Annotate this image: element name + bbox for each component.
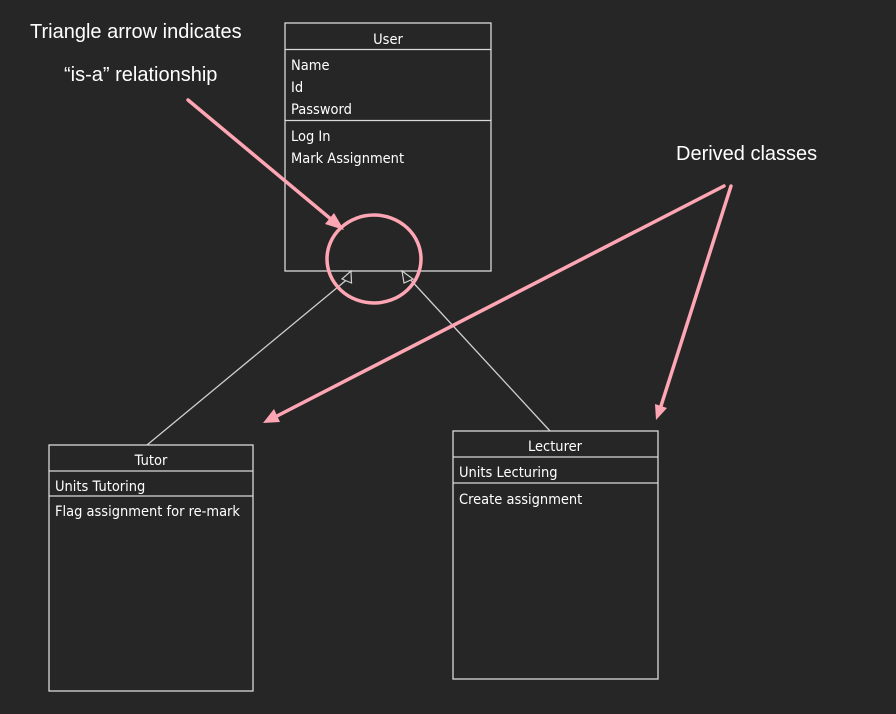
lecturer-inherits-user-line <box>407 276 551 432</box>
derived-to-tutor-arrow <box>275 184 726 418</box>
lecturer-attribute-units-lecturing: Units Lecturing <box>459 464 558 481</box>
inheritance-note-line1: Triangle arrow indicates <box>30 21 242 43</box>
lecturer-class-box: Lecturer Units Lecturing Create assignme… <box>452 430 659 680</box>
inheritance-note-arrowhead-icon <box>325 213 344 230</box>
lecturer-class-title: Lecturer <box>528 438 582 455</box>
tutor-attribute-units-tutoring: Units Tutoring <box>55 478 145 495</box>
user-class-box: User Name Id Password Log In Mark Assign… <box>284 22 492 272</box>
inheritance-note-line2: “is-a” relationship <box>64 64 217 86</box>
derived-to-lecturer-arrowhead-icon <box>655 404 667 420</box>
user-attribute-name: Name <box>291 57 329 74</box>
tutor-method-flag-assignment: Flag assignment for re-mark <box>55 503 240 520</box>
derived-to-lecturer-arrow <box>659 184 733 408</box>
lecturer-method-create-assignment: Create assignment <box>459 491 583 508</box>
derived-to-tutor-arrowhead-icon <box>263 409 280 423</box>
inheritance-note-arrow <box>186 98 334 222</box>
highlight-circle <box>325 213 423 305</box>
user-attribute-id: Id <box>291 79 303 96</box>
user-method-mark-assignment: Mark Assignment <box>291 150 405 167</box>
derived-classes-note: Derived classes <box>676 143 817 165</box>
tutor-inherits-user-line <box>146 276 351 446</box>
tutor-class-box: Tutor Units Tutoring Flag assignment for… <box>48 444 254 692</box>
user-attribute-password: Password <box>291 101 352 118</box>
user-class-title: User <box>373 31 403 48</box>
user-method-log-in: Log In <box>291 128 331 145</box>
tutor-inheritance-triangle-icon <box>340 269 353 284</box>
lecturer-inheritance-triangle-icon <box>401 269 415 284</box>
tutor-class-title: Tutor <box>134 452 168 469</box>
